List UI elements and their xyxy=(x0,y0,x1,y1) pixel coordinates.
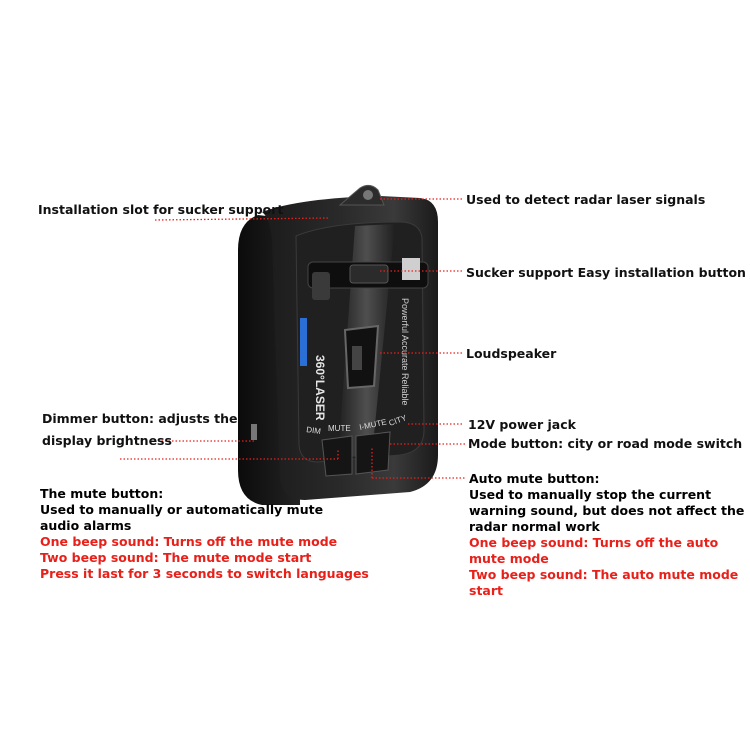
side-laser-text: 360°LASER xyxy=(313,355,327,421)
mute-button xyxy=(321,435,353,477)
auto-mute-red2: mute mode xyxy=(469,551,549,566)
label-mode-button: Mode button: city or road mode switch xyxy=(468,436,743,451)
label-installation-slot: Installation slot for sucker support xyxy=(38,202,284,217)
auto-mute-line1: Used to manually stop the current xyxy=(469,487,712,502)
auto-mute-title: Auto mute button: xyxy=(469,471,600,486)
leader-lines xyxy=(120,198,465,479)
side-slogan-text: Powerful Accurate Reliable xyxy=(400,298,410,406)
auto-mute-button xyxy=(355,431,391,475)
mute-button-description: The mute button: Used to manually or aut… xyxy=(40,486,369,582)
mute-line1: Used to manually or automatically mute xyxy=(40,502,324,517)
mute-line2: audio alarms xyxy=(40,518,132,533)
auto-mute-line2: warning sound, but does not affect the xyxy=(469,503,745,518)
mute-title: The mute button: xyxy=(40,486,164,501)
mute-red1: One beep sound: Turns off the mute mode xyxy=(40,534,338,549)
auto-mute-red3: Two beep sound: The auto mute mode xyxy=(469,567,739,582)
auto-mute-line3: radar normal work xyxy=(469,519,600,534)
device-top-antenna xyxy=(338,184,385,206)
label-dimmer-line2: display brightness xyxy=(42,433,172,448)
auto-mute-red4: start xyxy=(469,583,503,598)
mute-red2: Two beep sound: The mute mode start xyxy=(40,550,312,565)
label-sucker-button: Sucker support Easy installation button xyxy=(466,265,746,280)
label-detect-radar: Used to detect radar laser signals xyxy=(466,192,706,207)
label-dimmer-line1: Dimmer button: adjusts the xyxy=(42,411,238,426)
auto-mute-red1: One beep sound: Turns off the auto xyxy=(469,535,719,550)
btn-mute-label: MUTE xyxy=(328,424,351,433)
label-loudspeaker: Loudspeaker xyxy=(466,346,557,361)
dimmer-side-button xyxy=(251,424,257,440)
label-power-jack: 12V power jack xyxy=(468,417,576,432)
blue-stripe xyxy=(300,318,307,366)
auto-mute-description: Auto mute button: Used to manually stop … xyxy=(469,471,744,599)
mute-red3: Press it last for 3 seconds to switch la… xyxy=(40,566,369,581)
btn-dim-label: DIM xyxy=(306,425,322,436)
